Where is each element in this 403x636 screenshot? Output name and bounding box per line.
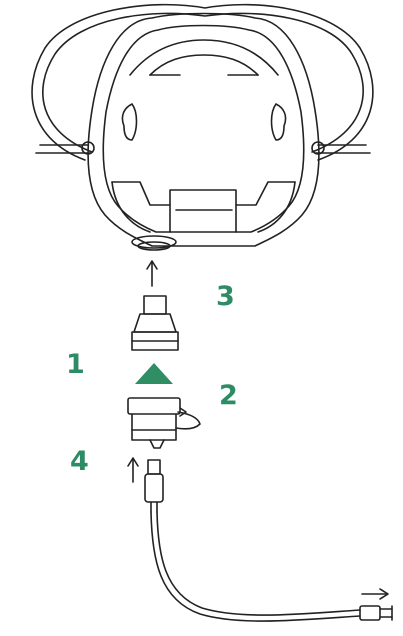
mask-adapter-icon — [132, 296, 178, 350]
direction-arrow-icon — [128, 458, 138, 482]
elastic-strap-icon — [32, 5, 373, 160]
step-2-label: 2 — [219, 382, 238, 409]
oxygen-tubing-icon — [145, 460, 392, 621]
nebulizer-cup-icon — [128, 398, 200, 448]
step-1-label: 1 — [66, 351, 85, 378]
face-mask-icon — [82, 14, 324, 251]
step-3-label: 3 — [216, 283, 235, 310]
direction-arrow-icon — [147, 261, 157, 286]
green-cone-insert-icon — [135, 363, 173, 384]
step-4-label: 4 — [70, 448, 89, 475]
